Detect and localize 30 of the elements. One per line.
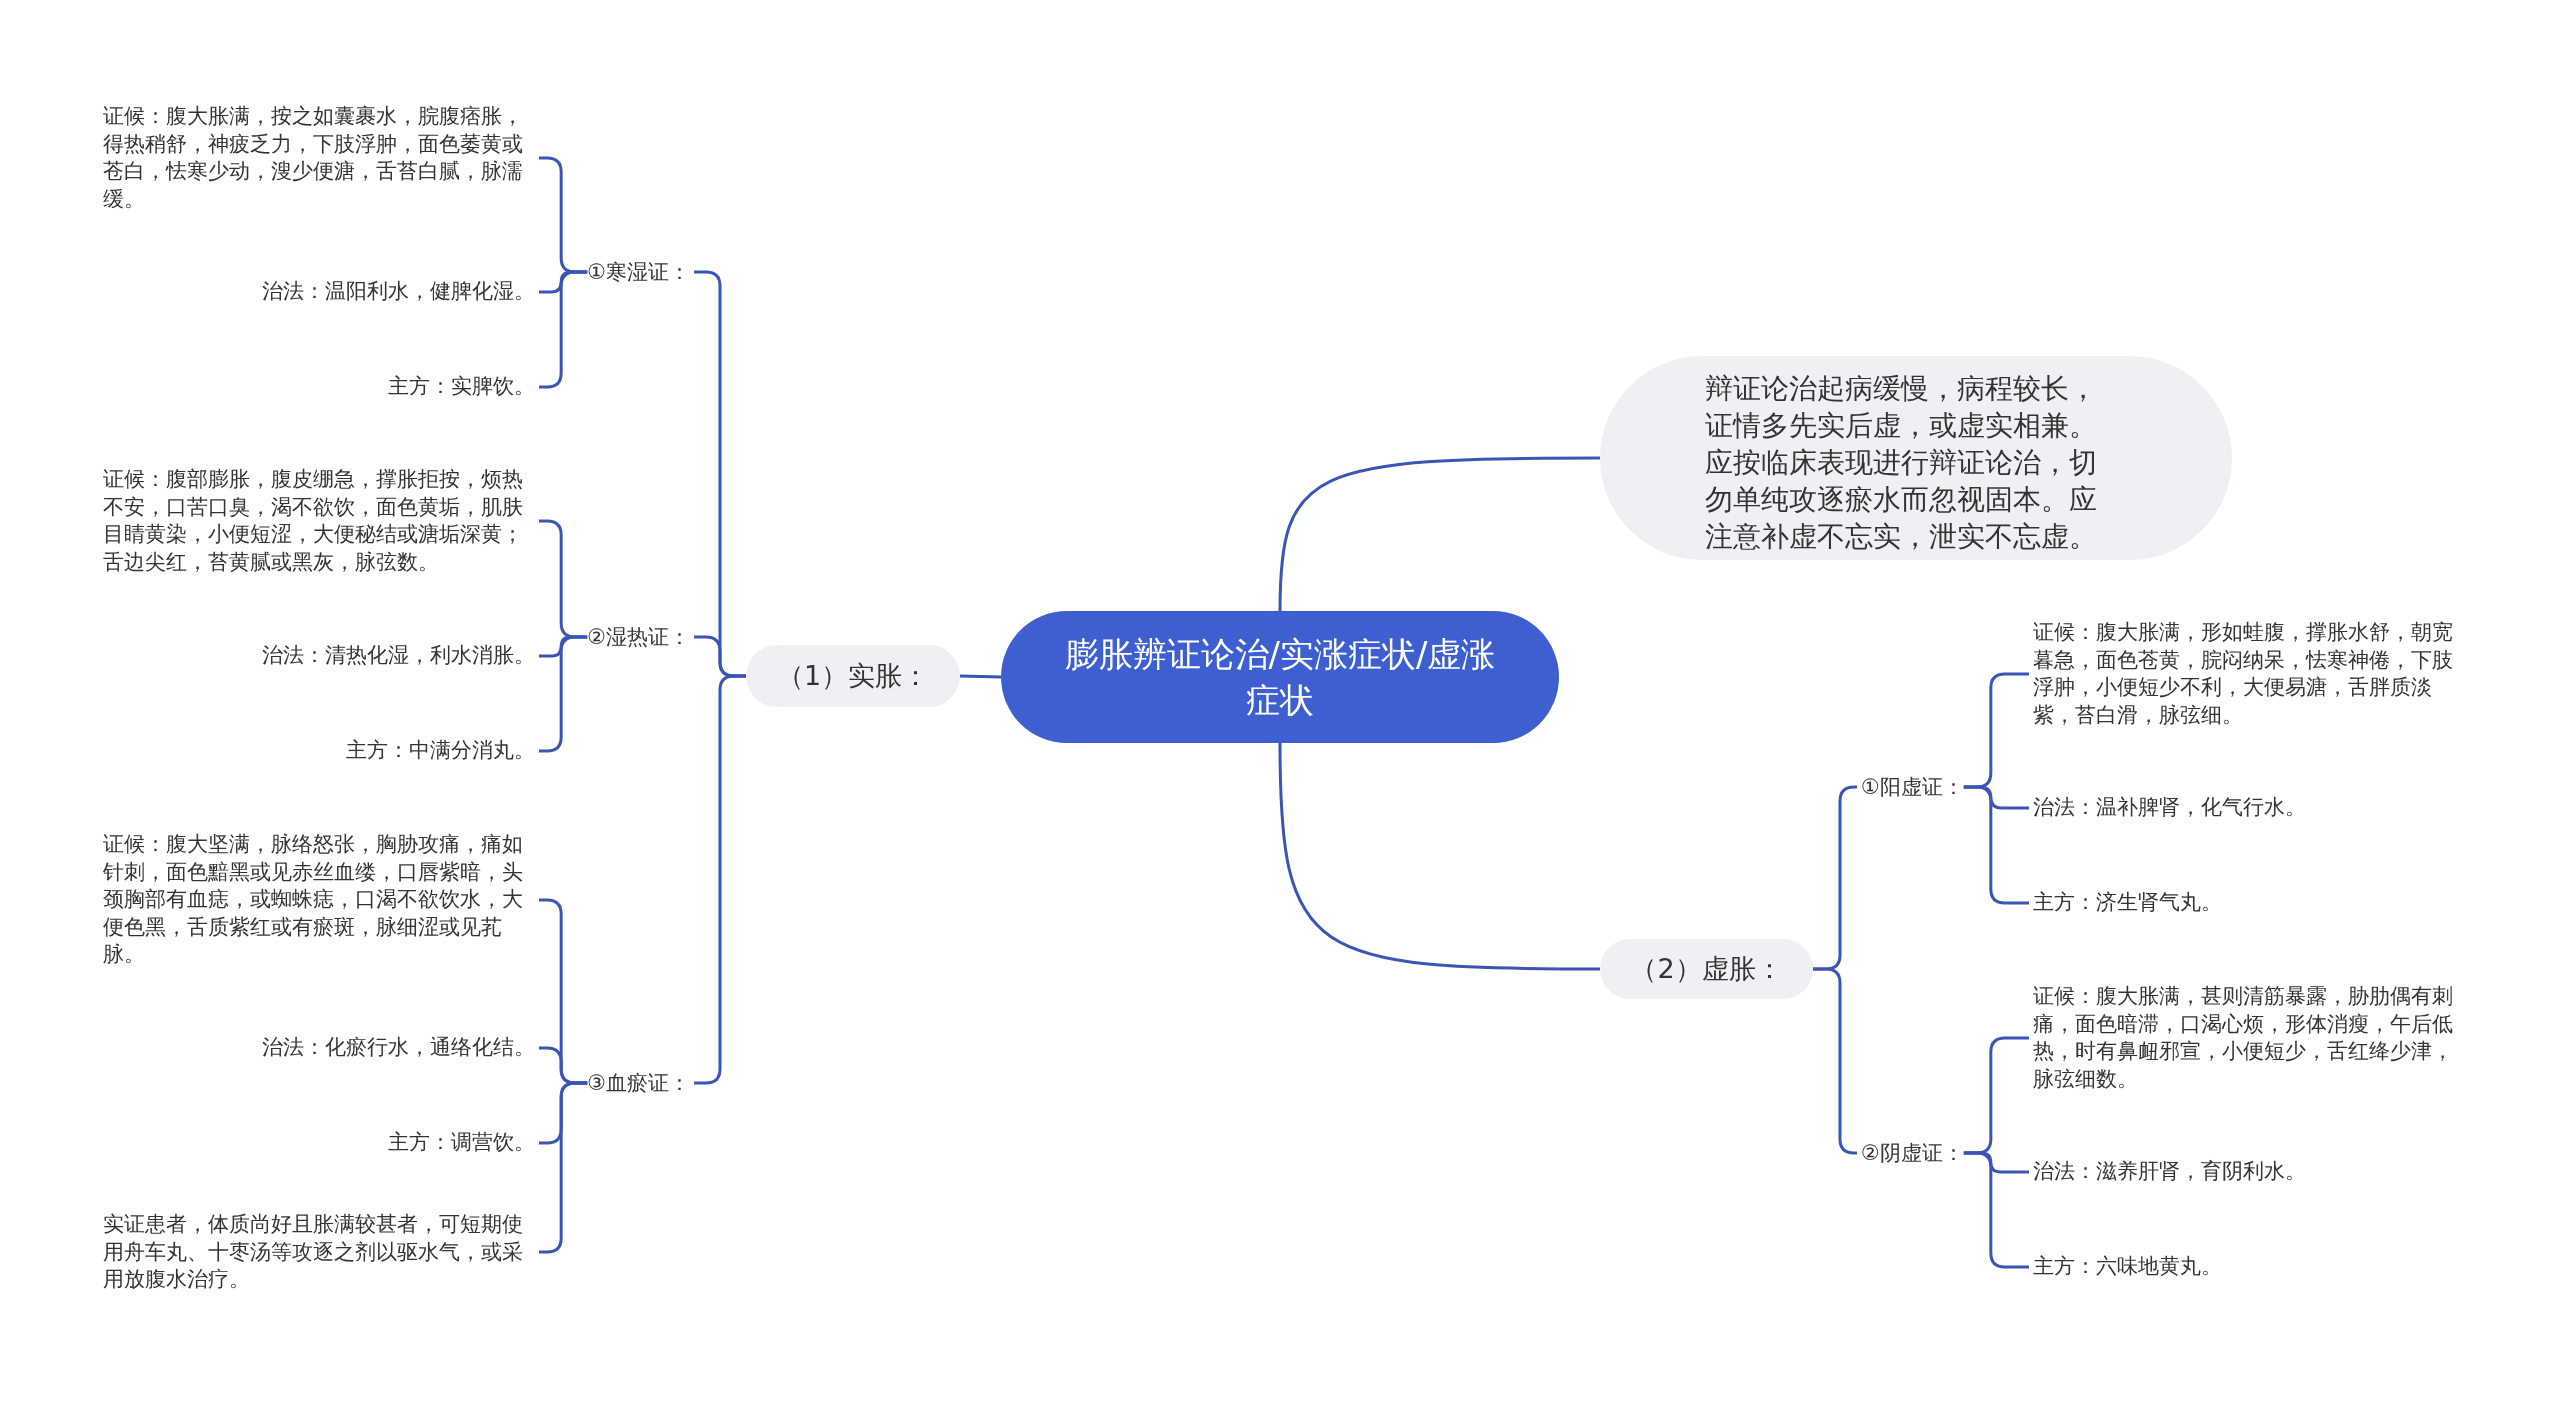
connector-line (1278, 742, 1600, 971)
connector-line (959, 674, 1002, 679)
leaf-text: 证候：腹大胀满，甚则清筋暴露，胁肋偶有刺痛，面色暗滞，口渴心烦，形体消瘦，午后低热，时有鼻衄邪宣，小便短少，舌红绛少津，脉弦细数。 (2033, 983, 2465, 1093)
leaf-text: 证候：腹部膨胀，腹皮绷急，撑胀拒按，烦热不安，口苦口臭，渴不欲饮，面色黄垢，肌肤目睛黄染，小便短涩，大便秘结或溏垢深黄；舌边尖红，苔黄腻或黑灰，脉弦数。 (103, 466, 535, 576)
branch-topic: （1）实胀： (746, 645, 960, 707)
leaf-text: 主方：实脾饮。 (388, 373, 535, 401)
leaf-text: 证候：腹大胀满，按之如囊裹水，脘腹痞胀，得热稍舒，神疲乏力，下肢浮肿，面色萎黄或苍白，怯寒少动，溲少便溏，舌苔白腻，脉濡缓。 (103, 103, 535, 213)
leaf-text: 治法：清热化湿，利水消胀。 (262, 642, 535, 670)
leaf-text: 治法：温补脾肾，化气行水。 (2033, 794, 2306, 822)
leaf-text: 证候：腹大胀满，形如蛙腹，撑胀水舒，朝宽暮急，面色苍黄，脘闷纳呆，怯寒神倦，下肢浮肿，小便短少不利，大便易溏，舌胖质淡紫，苔白滑，脉弦细。 (2033, 619, 2465, 729)
subtopic-label: ②湿热证： (587, 623, 690, 651)
subtopic-label: ①阳虚证： (1861, 773, 1964, 801)
subtopic-label: ③血瘀证： (587, 1069, 690, 1097)
subtopic-label: ①寒湿证： (587, 258, 690, 286)
connector-line (1963, 785, 2029, 905)
connector-line (1278, 456, 1600, 612)
leaf-text: 主方：调营饮。 (388, 1129, 535, 1157)
central-topic: 膨胀辨证论治/实涨症状/虚涨症状 (1001, 611, 1559, 743)
leaf-text: 主方：济生肾气丸。 (2033, 889, 2222, 917)
leaf-text: 治法：滋养肝肾，育阴利水。 (2033, 1158, 2306, 1186)
leaf-text: 主方：中满分消丸。 (346, 737, 535, 765)
branch-topic: （2）虚胀： (1600, 939, 1813, 999)
leaf-text: 实证患者，体质尚好且胀满较甚者，可短期使用舟车丸、十枣汤等攻逐之剂以驱水气，或采用放腹水治疗。 (103, 1210, 535, 1294)
connector-line (1963, 1151, 2029, 1269)
leaf-text: 治法：化瘀行水，通络化结。 (262, 1034, 535, 1062)
leaf-text: 主方：六味地黄丸。 (2033, 1253, 2222, 1281)
note-bubble: 辩证论治起病缓慢，病程较长，证情多先实后虚，或虚实相兼。应按临床表现进行辩证论治，切勿单纯攻逐瘀水而忽视固本。应注意补虚不忘实，泄实不忘虚。 (1600, 356, 2232, 560)
subtopic-label: ②阴虚证： (1861, 1139, 1964, 1167)
leaf-text: 证候：腹大坚满，脉络怒张，胸胁攻痛，痛如针刺，面色黯黑或见赤丝血缕，口唇紫暗，头颈胸部有血痣，或蜘蛛痣，口渴不欲饮水，大便色黑，舌质紫红或有瘀斑，脉细涩或见芤脉。 (103, 831, 535, 969)
leaf-text: 治法：温阳利水，健脾化湿。 (262, 278, 535, 306)
